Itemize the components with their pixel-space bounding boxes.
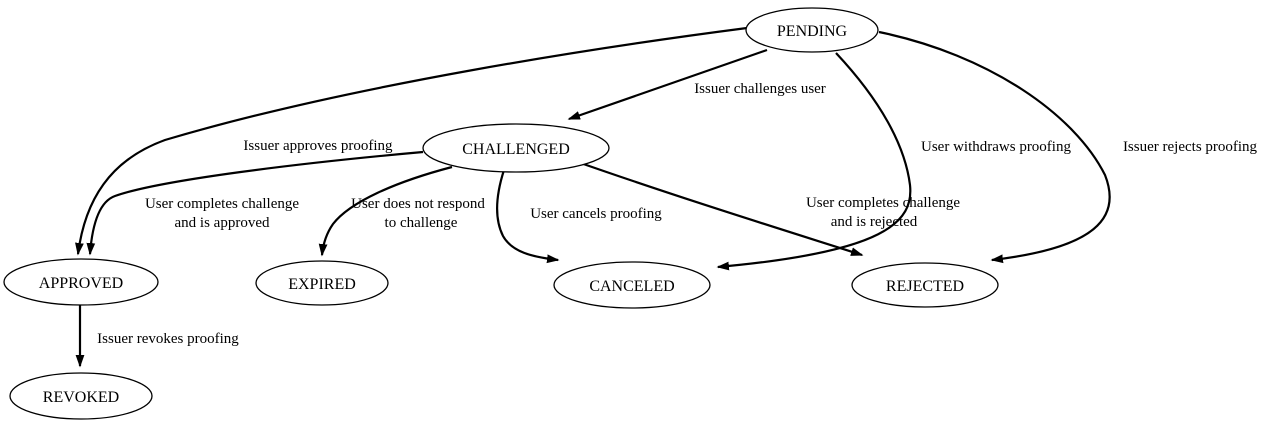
node-approved: APPROVED (3, 258, 159, 306)
node-pending: PENDING (745, 7, 879, 53)
node-canceled: CANCELED (553, 261, 711, 309)
edge-label-issuer-rejects-proofing: Issuer rejects proofing (1123, 139, 1258, 155)
node-revoked-label: REVOKED (43, 389, 119, 406)
svg-text:and is rejected: and is rejected (831, 214, 918, 230)
edge-challenged-expired (318, 165, 453, 257)
node-rejected-label: REJECTED (886, 278, 964, 295)
svg-text:User does not respond: User does not respond (351, 196, 485, 212)
edge-group (75, 26, 1111, 368)
edge-label-issuer-approves-proofing: Issuer approves proofing (243, 138, 393, 154)
edge-challenged-rejected (571, 158, 864, 257)
edge-label-user-cancels-proofing: User cancels proofing (530, 206, 662, 222)
node-pending-label: PENDING (777, 23, 848, 40)
edge-label-user-completes-challenge-rejected: User completes challenge and is rejected (806, 195, 960, 230)
svg-text:and is approved: and is approved (175, 215, 270, 231)
edge-label-issuer-challenges-user: Issuer challenges user (694, 81, 826, 97)
edge-label-user-withdraws-proofing: User withdraws proofing (921, 139, 1071, 155)
edge-challenged-approved (86, 150, 424, 256)
node-revoked-ellipse (9, 372, 153, 420)
node-revoked: REVOKED (9, 372, 153, 420)
node-approved-ellipse (3, 258, 159, 306)
edge-label-issuer-revokes-proofing: Issuer revokes proofing (97, 331, 239, 347)
edge-label-group: Issuer challenges user Issuer approves p… (97, 81, 1257, 347)
svg-text:User completes challenge: User completes challenge (806, 195, 960, 211)
node-expired-ellipse (255, 260, 389, 306)
node-pending-ellipse (745, 7, 879, 53)
node-expired: EXPIRED (255, 260, 389, 306)
node-challenged-label: CHALLENGED (462, 141, 570, 158)
node-rejected-ellipse (851, 262, 999, 308)
node-canceled-label: CANCELED (589, 278, 674, 295)
svg-text:to challenge: to challenge (385, 215, 458, 231)
node-rejected: REJECTED (851, 262, 999, 308)
node-expired-label: EXPIRED (288, 276, 356, 293)
edge-pending-challenged (567, 48, 768, 121)
node-challenged: CHALLENGED (422, 123, 610, 173)
edge-pending-canceled (716, 52, 912, 271)
node-canceled-ellipse (553, 261, 711, 309)
node-approved-label: APPROVED (39, 275, 123, 292)
node-challenged-ellipse (422, 123, 610, 173)
edge-challenged-canceled (495, 169, 560, 264)
edge-label-user-does-not-respond: User does not respond to challenge (351, 196, 485, 231)
edge-label-user-completes-challenge-approved: User completes challenge and is approved (145, 196, 299, 231)
edge-pending-approved (75, 26, 748, 256)
svg-text:User completes challenge: User completes challenge (145, 196, 299, 212)
edge-pending-rejected (878, 30, 1111, 264)
